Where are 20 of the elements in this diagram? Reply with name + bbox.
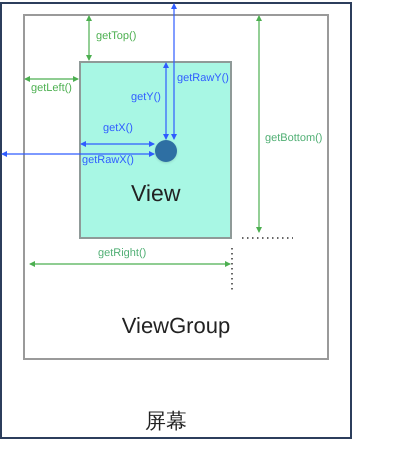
dimension-label: getBottom() [265, 133, 322, 144]
measure-arrow [24, 76, 79, 82]
measure-arrow [1, 151, 155, 157]
edge-label: getRawX() [82, 155, 134, 166]
screen-frame [0, 2, 352, 439]
measure-arrow [171, 3, 177, 140]
edge-label: getLeft() [31, 83, 72, 94]
dimension-label: getRight() [98, 248, 146, 259]
box-title: ViewGroup [120, 312, 232, 340]
measure-arrow [86, 15, 92, 61]
edge-label: getX() [103, 123, 133, 134]
viewgroup-box [23, 14, 329, 360]
measure-arrow [163, 62, 169, 140]
box-title: View [131, 179, 180, 208]
edge-label: getY() [131, 92, 161, 103]
edge-label: getTop() [96, 31, 136, 42]
measure-arrow [80, 141, 155, 147]
edge-label: getRawY() [177, 73, 229, 84]
view-box [79, 61, 232, 239]
screen-label: 屏幕 [144, 408, 188, 435]
